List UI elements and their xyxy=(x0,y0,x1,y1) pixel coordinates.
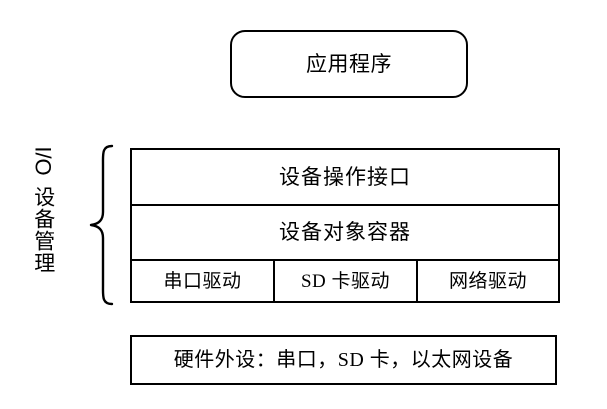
device-object-container-label: 设备对象容器 xyxy=(279,220,411,244)
device-operation-interface-label: 设备操作接口 xyxy=(279,164,411,189)
network-driver-label: 网络驱动 xyxy=(448,270,527,292)
io-stack: 设备操作接口 设备对象容器 串口驱动 SD 卡驱动 网络驱动 xyxy=(130,148,560,303)
application-box-label: 应用程序 xyxy=(306,51,392,76)
io-label-cjk: 设备管理 xyxy=(31,186,56,274)
hardware-peripherals-label: 硬件外设：串口，SD 卡，以太网设备 xyxy=(173,349,514,371)
io-label-latin: I/O xyxy=(31,146,56,176)
serial-driver-label: 串口驱动 xyxy=(163,270,242,292)
driver-cell-sd-card: SD 卡驱动 xyxy=(273,261,418,301)
stack-row-device-operation-interface: 设备操作接口 xyxy=(132,150,558,204)
stack-row-drivers: 串口驱动 SD 卡驱动 网络驱动 xyxy=(132,259,558,301)
application-box: 应用程序 xyxy=(230,30,468,98)
sd-card-driver-label: SD 卡驱动 xyxy=(300,270,391,292)
curly-brace-icon xyxy=(88,144,114,306)
stack-row-device-object-container: 设备对象容器 xyxy=(132,204,558,259)
driver-cell-network: 网络驱动 xyxy=(418,261,558,301)
driver-cell-serial: 串口驱动 xyxy=(132,261,273,301)
hardware-peripherals-box: 硬件外设：串口，SD 卡，以太网设备 xyxy=(130,335,557,385)
io-device-management-label: I/O 设备管理 xyxy=(28,138,58,310)
